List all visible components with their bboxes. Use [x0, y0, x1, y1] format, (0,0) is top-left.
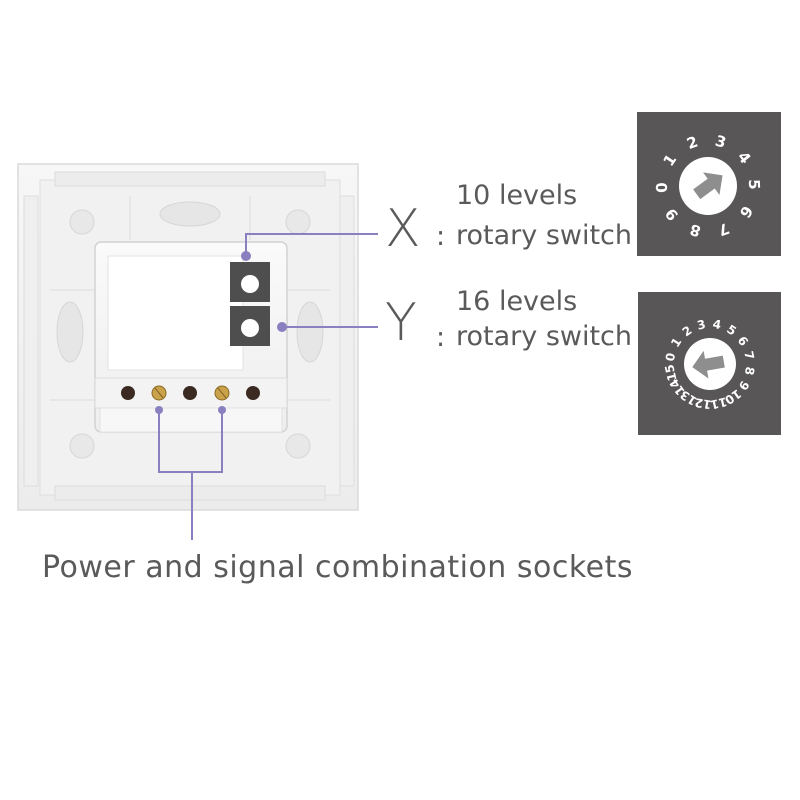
top-slot [159, 201, 221, 227]
dial-position-label: 3 [696, 317, 707, 332]
top-rib [54, 171, 326, 187]
screw-hole [285, 433, 311, 459]
bottom-rib [54, 485, 326, 501]
dial-position-label: 12 [694, 395, 713, 412]
terminal-hole [246, 386, 260, 400]
dial-position-label: 8 [688, 220, 703, 240]
left-rib [23, 195, 39, 487]
dial-x-arrow-icon [693, 172, 723, 200]
callout-x [241, 233, 378, 261]
x-levels: 10 levels [456, 180, 578, 211]
left-slot [56, 301, 84, 363]
callout-y [277, 322, 378, 332]
screw-hole [69, 209, 95, 235]
screw-hole [285, 209, 311, 235]
y-levels: 16 levels [456, 286, 578, 317]
right-slot [296, 301, 324, 363]
screw-hole [69, 433, 95, 459]
dial-position-label: 15 [662, 363, 679, 382]
right-rib [339, 195, 355, 487]
dial-position-label: 3 [713, 132, 728, 152]
y-colon: : [436, 322, 446, 353]
dial-y-arrow-icon [692, 350, 725, 379]
dial-position-label: 0 [663, 352, 678, 363]
terminal-hole [183, 386, 197, 400]
y-type: rotary switch [456, 321, 633, 352]
terminal-base [99, 407, 283, 433]
dial-position-label: 5 [745, 179, 763, 190]
module-face [107, 255, 244, 371]
dial-position-label: 4 [712, 317, 723, 332]
sockets-caption: Power and signal combination sockets [42, 550, 633, 585]
x-letter: X [385, 199, 421, 259]
dial-position-label: 11 [709, 394, 728, 411]
y-letter: Y [385, 293, 417, 353]
x-type: rotary switch [456, 220, 633, 251]
dial-position-label: 8 [742, 366, 757, 377]
dial-position-label: 7 [741, 350, 756, 361]
dial-position-label: 0 [653, 182, 671, 193]
callout-sockets [155, 406, 226, 540]
x-colon: : [436, 221, 446, 252]
terminal-hole [121, 386, 135, 400]
